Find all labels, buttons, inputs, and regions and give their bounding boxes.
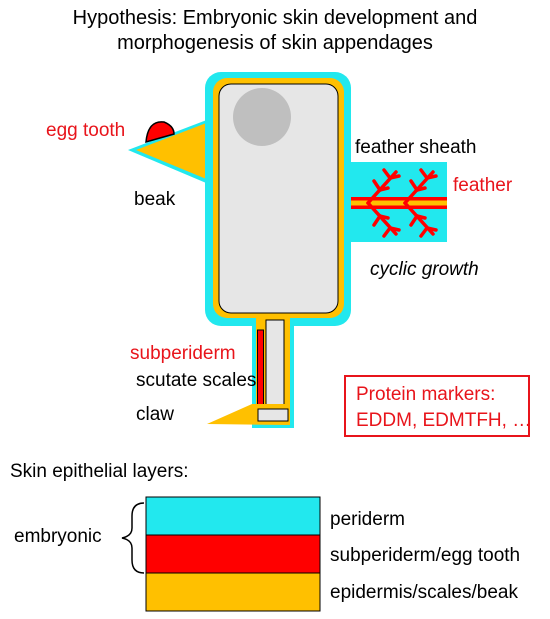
feather-barbs [366,168,438,238]
label-egg-tooth: egg tooth [46,120,126,141]
leg-subperiderm [257,329,264,411]
legend-swatch-periderm [145,496,321,536]
leg [265,319,285,411]
legend-label-epidermis: epidermis/scales/beak [330,582,518,603]
toe [257,408,289,422]
diagram-title-line-2: morphogenesis of skin appendages [117,32,433,54]
egg-tooth [145,121,175,144]
protein-markers-heading: Protein markers: [356,384,496,405]
label-feather-sheath: feather sheath [355,137,477,158]
legend-label-subperiderm: subperiderm/egg tooth [330,545,521,566]
protein-markers-list: EDDM, EDMTFH, … [356,410,532,431]
legend-heading: Skin epithelial layers: [10,461,189,482]
label-subperiderm: subperiderm [130,343,236,364]
eye [233,88,291,146]
feather-shaft-inner [335,200,447,206]
label-feather: feather [453,175,513,196]
label-cyclic-growth: cyclic growth [370,259,479,280]
diagram-title-line-1: Hypothesis: Embryonic skin development a… [72,7,478,29]
protein-markers-box: Protein markers: EDDM, EDMTFH, … [344,375,532,437]
label-claw: claw [136,404,175,425]
legend-label-periderm: periderm [330,509,405,530]
legend-swatch-subperiderm [145,534,321,574]
legend-brace [121,502,145,574]
legend-swatch-epidermis [145,572,321,612]
label-beak: beak [134,189,176,210]
label-scutate-scales: scutate scales [136,370,257,391]
legend-group-label: embryonic [14,526,102,547]
beak [136,117,222,183]
